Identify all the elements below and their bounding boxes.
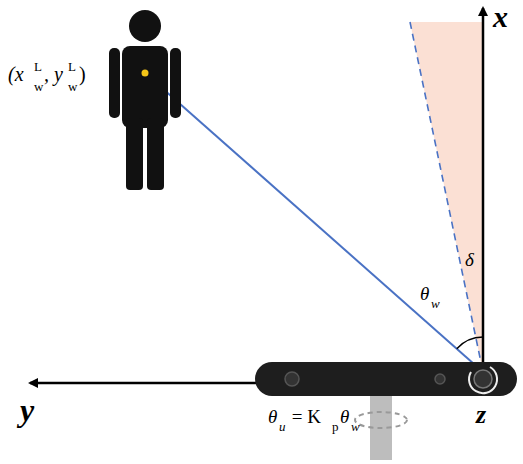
rotation-indicator (355, 412, 407, 428)
target-line (145, 73, 483, 372)
subscript: u (279, 420, 286, 433)
axis-label: y (20, 394, 34, 426)
angle-symbol: θ (420, 284, 429, 303)
angle-symbol: δ (465, 250, 474, 269)
axis-label: x (493, 2, 508, 32)
target-point (142, 70, 149, 77)
angle-arc (457, 337, 483, 349)
delta-region (410, 22, 483, 372)
formula-text: = K (287, 407, 321, 426)
coordinate-label: (x (8, 64, 24, 84)
heading-line (410, 22, 483, 372)
axis-label: z (476, 402, 486, 428)
subscript: w (34, 80, 43, 93)
formula-text: θ (268, 407, 277, 426)
superscript: L (34, 60, 42, 73)
camera-lens (474, 370, 492, 388)
subscript: w (351, 420, 360, 433)
subscript: w (431, 297, 440, 310)
camera-lens (285, 372, 299, 386)
z-rotation (469, 367, 497, 393)
x-axis (482, 8, 485, 372)
coordinate-label: , y (44, 64, 63, 84)
formula-text: θ (340, 407, 349, 426)
person-silhouette (109, 10, 181, 190)
subscript: p (332, 420, 339, 433)
subscript: w (68, 80, 77, 93)
camera-lens (435, 374, 445, 384)
superscript: L (68, 60, 76, 73)
coordinate-label: ) (79, 64, 86, 84)
camera-body (255, 362, 517, 396)
